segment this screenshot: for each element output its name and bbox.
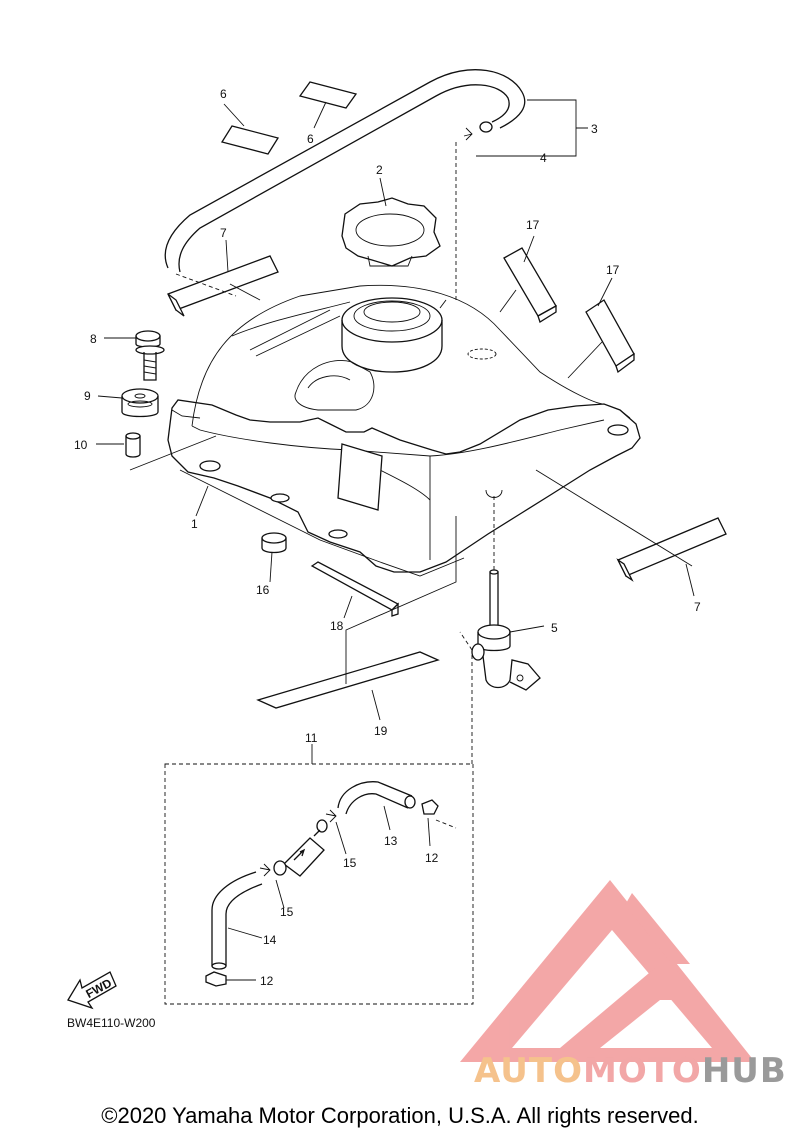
label-16: 16 [256,583,270,597]
foam-17a [503,247,557,323]
label-1: 1 [191,517,198,531]
foam-17b [585,299,635,374]
clip-15a [325,809,337,823]
pad-6a [220,125,280,155]
leader-lines [96,99,695,981]
label-3: 3 [591,122,598,136]
copyright-notice: ©2020 Yamaha Motor Corporation, U.S.A. A… [101,1103,699,1128]
collar-10 [125,432,141,458]
grommet-9 [121,388,159,418]
fuel-cap-2 [341,197,441,267]
kit-box-11 [164,763,474,1005]
label-9: 9 [84,389,91,403]
label-11: 11 [305,731,318,745]
label-15a: 15 [343,856,357,870]
label-12a: 12 [425,851,439,865]
watermark-moto: MOTO [582,1051,702,1091]
label-10: 10 [74,438,88,452]
label-5: 5 [551,621,558,635]
label-4: 4 [540,151,547,165]
diagram-code: BW4E110-W200 [67,1016,156,1030]
fuel-filter [273,819,328,877]
label-7a: 7 [220,226,227,240]
clamp-12b [205,971,227,987]
label-8: 8 [90,332,97,346]
foam-7b [616,517,727,582]
sheet-19 [256,651,440,709]
watermark-auto: AUTO [474,1051,583,1091]
breather-hose-3 [164,69,526,273]
label-7b: 7 [694,600,701,614]
label-12b: 12 [260,974,274,988]
label-17b: 17 [606,263,620,277]
hose-13 [337,781,416,815]
fwd-arrow-icon: FWD [67,971,117,1010]
clamp-12a [421,799,439,815]
label-14: 14 [263,933,277,947]
watermark-logo [460,880,755,1062]
label-18: 18 [330,619,344,633]
label-6b: 6 [307,132,314,146]
clip-15b [259,863,271,877]
damper-16 [261,532,287,554]
label-19: 19 [374,724,388,738]
label-15b: 15 [280,905,294,919]
watermark-wordmark: AUTOMOTOHUB [474,1051,787,1091]
watermark-hub: HUB [701,1051,787,1091]
foam-7a [167,255,279,317]
fuel-tank-1 [167,140,641,577]
strip-18 [310,561,400,617]
part-labels: 1 2 3 4 5 6 6 7 7 8 9 10 11 12 12 13 14 … [74,87,701,988]
label-6a: 6 [220,87,227,101]
hose-14 [211,871,263,970]
pad-6b [298,81,358,109]
label-13: 13 [384,834,398,848]
label-17a: 17 [526,218,540,232]
bolt-8 [135,330,165,381]
clip-4 [463,127,473,141]
label-2: 2 [376,163,383,177]
fuel-cock-5 [471,489,541,691]
